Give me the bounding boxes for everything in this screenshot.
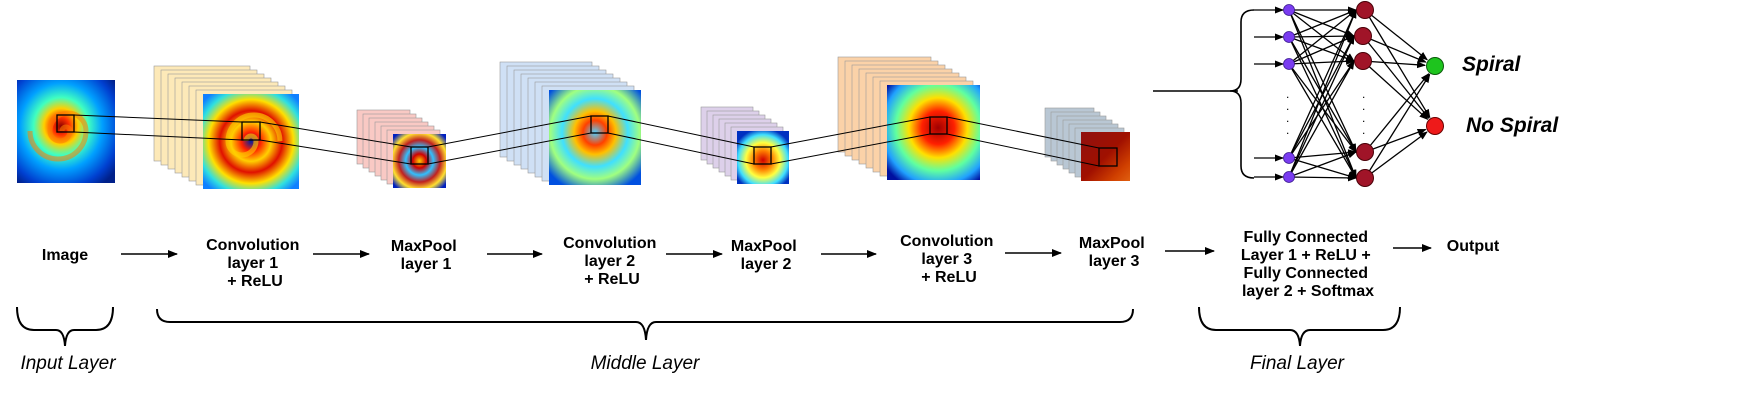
stage-label-pool1: MaxPool layer 1 [391, 238, 461, 273]
pool1-feature-stack [356, 109, 446, 188]
fc-edge [1362, 35, 1430, 119]
fc-edge [1288, 60, 1355, 178]
middle-layer-brace [156, 308, 1134, 341]
fc-edge [1288, 35, 1355, 178]
fc-edge [1288, 174, 1357, 182]
stage-label-image: Image [42, 247, 88, 264]
fc-input-node [1283, 152, 1295, 164]
group-braces [16, 306, 1401, 347]
fc-edge [1364, 9, 1428, 61]
fc-input-node [1283, 4, 1295, 16]
svg-text:.: . [1362, 87, 1365, 101]
fc-input-node [1283, 171, 1295, 183]
stage-label-pool3: MaxPool layer 3 [1079, 235, 1149, 270]
spiral-label: Spiral [1462, 53, 1522, 76]
pool3-feature-stack [1044, 107, 1130, 181]
fc-ellipsis: .... .... [1286, 87, 1365, 137]
stage-label-pool2: MaxPool layer 2 [731, 238, 801, 273]
fc-hidden-node [1356, 143, 1374, 161]
fc-edge [1288, 60, 1355, 159]
svg-text:.: . [1362, 123, 1365, 137]
fc-hidden-node [1354, 52, 1372, 70]
fc-hidden-node [1356, 169, 1374, 187]
stage-label-conv3: Convolution layer 3 + ReLU [900, 233, 998, 286]
input-layer-label: Input Layer [20, 353, 116, 374]
no-spiral-label: No Spiral [1466, 114, 1559, 137]
conv3-feature-stack [837, 56, 980, 180]
stage-label-fc: Fully Connected Layer 1 + ReLU + Fully C… [1241, 229, 1375, 300]
fc-edge [1288, 9, 1357, 65]
fc-edge [1364, 131, 1428, 179]
final-layer-brace [1198, 306, 1401, 347]
fc-edge [1288, 157, 1357, 180]
svg-text:.: . [1286, 111, 1289, 125]
fc-edge [1362, 35, 1427, 63]
svg-text:.: . [1362, 99, 1365, 113]
input-layer-brace [16, 306, 114, 347]
fc-edge [1288, 9, 1357, 178]
conv2-feature-stack [499, 61, 641, 185]
fc-edge [1364, 128, 1427, 153]
spiral-output-node [1426, 57, 1444, 75]
conv1-feature-stack [153, 65, 299, 189]
flow-arrows [121, 244, 1432, 258]
fc-hidden-node [1356, 1, 1374, 19]
fc-edge [1288, 9, 1357, 159]
stage-label-output: Output [1447, 238, 1500, 255]
fc-edge [1362, 60, 1427, 69]
fc-edge [1362, 60, 1429, 120]
fc-edge [1288, 9, 1355, 37]
fc-network: .... .... Spiral No Spiral [1153, 1, 1559, 187]
stage-label-conv1: Convolution layer 1 + ReLU [206, 237, 304, 290]
fc-input-node [1283, 31, 1295, 43]
fc-hidden-node [1354, 27, 1372, 45]
fc-edge [1288, 9, 1357, 38]
fc-edge [1364, 72, 1430, 153]
fc-edge [1288, 57, 1355, 65]
fc-edge [1288, 63, 1357, 179]
fc-edge [1288, 9, 1357, 153]
fc-input-node [1283, 58, 1295, 70]
fc-edge [1288, 9, 1355, 62]
no-spiral-output-node [1426, 117, 1444, 135]
fc-edge [1288, 151, 1357, 178]
middle-layer-label: Middle Layer [591, 353, 700, 374]
stage-labels: Image Convolution layer 1 + ReLU MaxPool… [42, 229, 1500, 300]
svg-text:.: . [1286, 87, 1289, 101]
pool2-feature-stack [700, 106, 789, 184]
fc-input-brace [1229, 9, 1255, 179]
input-image [17, 80, 115, 183]
svg-text:.: . [1286, 123, 1289, 137]
stage-label-conv2: Convolution layer 2 + ReLU [563, 235, 661, 288]
svg-text:.: . [1362, 111, 1365, 125]
receptive-field-lines [73, 114, 1100, 167]
svg-text:.: . [1286, 99, 1289, 113]
final-layer-label: Final Layer [1250, 353, 1345, 374]
fc-edge [1364, 73, 1431, 179]
fc-edge [1288, 32, 1355, 40]
